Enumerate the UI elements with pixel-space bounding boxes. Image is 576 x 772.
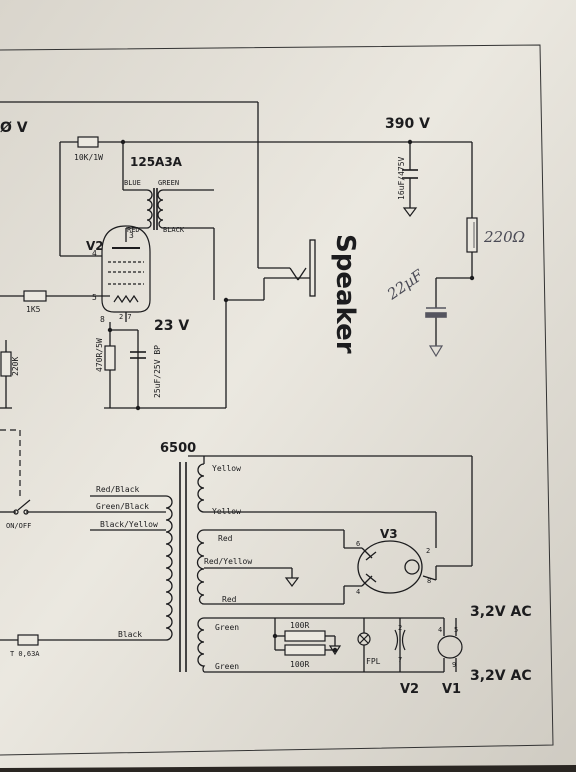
page-border	[0, 44, 554, 756]
label-red-2: Red	[222, 595, 237, 604]
label-125a3a: 125A3A	[130, 155, 183, 169]
heaters	[357, 629, 463, 659]
label-heater-v1: V1	[442, 682, 461, 697]
hand-resistor-220	[466, 217, 478, 253]
resistor-100r-b	[284, 644, 326, 656]
label-fpl: FPL	[366, 657, 381, 666]
label-red-1: Red	[218, 534, 233, 543]
label-black-yellow: Black/Yellow	[100, 520, 158, 529]
label-on-off: ON/OFF	[6, 522, 31, 530]
voltage-label-32-bottom: 3,2V AC	[470, 668, 532, 684]
label-speaker: Speaker	[330, 234, 360, 354]
voltage-label-32-top: 3,2V AC	[470, 604, 532, 620]
resistor-10k	[77, 136, 99, 148]
resistor-470r	[104, 345, 116, 371]
handwritten-220: 220Ω	[483, 228, 525, 246]
heater-pin-5: 5	[454, 626, 458, 634]
label-v3: V3	[380, 527, 398, 541]
resistor-1k5	[23, 290, 47, 302]
v3-pin-6: 6	[356, 540, 360, 548]
label-red-top: RED	[127, 226, 140, 234]
label-yellow-1: Yellow	[212, 464, 241, 473]
components	[0, 136, 478, 656]
coils	[146, 189, 206, 673]
label-10k: 10K/1W	[74, 153, 103, 162]
label-100r-a: 100R	[290, 621, 309, 630]
pin-8: 8	[100, 315, 105, 324]
voltage-label-23: 23 V	[154, 318, 189, 334]
voltage-label-390: 390 V	[385, 116, 430, 132]
capacitors	[130, 169, 447, 359]
resistor-100r-a	[284, 630, 326, 642]
heater-pin-7: 7	[398, 656, 402, 664]
v3-pin-4: 4	[356, 588, 360, 596]
voltage-label-top-left: Ø V	[0, 120, 28, 136]
pin-4: 4	[92, 249, 97, 258]
label-red-black: Red/Black	[96, 485, 140, 494]
junction-dots	[107, 139, 475, 653]
pin-3: 3	[129, 231, 134, 240]
label-blue: BLUE	[124, 179, 141, 187]
label-16uf: 16uF/475V	[397, 156, 406, 200]
label-green-2: Green	[215, 662, 239, 671]
tube-v3	[357, 540, 423, 594]
speaker-jack	[264, 239, 316, 297]
label-6500: 6500	[160, 441, 196, 456]
label-25uf: 25uF/25V BP	[153, 345, 162, 398]
pin-2-7: 2 7	[119, 313, 132, 321]
wiring	[0, 101, 473, 673]
label-yellow-2: Yellow	[212, 507, 241, 516]
v3-pin-2: 2	[426, 547, 430, 555]
tube-v2	[101, 225, 151, 313]
grounds	[104, 207, 444, 656]
label-green-top: GREEN	[158, 179, 179, 187]
label-v2: V2	[86, 239, 104, 253]
label-100r-b: 100R	[290, 660, 309, 669]
label-green-1: Green	[215, 623, 239, 632]
label-red-yellow: Red/Yellow	[204, 557, 252, 566]
heater-pin-9: 9	[452, 661, 456, 669]
heater-pin-4: 4	[438, 626, 442, 634]
fuse	[17, 634, 39, 646]
label-1k5: 1K5	[26, 305, 41, 314]
label-heater-v2: V2	[400, 682, 419, 697]
heater-pin-2: 2	[398, 624, 402, 632]
label-black-top: BLACK	[163, 226, 185, 234]
pin-5: 5	[92, 293, 97, 302]
resistor-220k	[0, 351, 12, 377]
v3-pin-8: 8	[427, 577, 431, 585]
label-fuse: T 0,63A	[10, 650, 40, 658]
label-220k: 220K	[11, 357, 20, 376]
label-470r: 470R/5W	[95, 338, 104, 372]
label-green-black: Green/Black	[96, 502, 149, 511]
label-black-primary: Black	[118, 630, 142, 639]
on-off-switch	[0, 429, 31, 515]
